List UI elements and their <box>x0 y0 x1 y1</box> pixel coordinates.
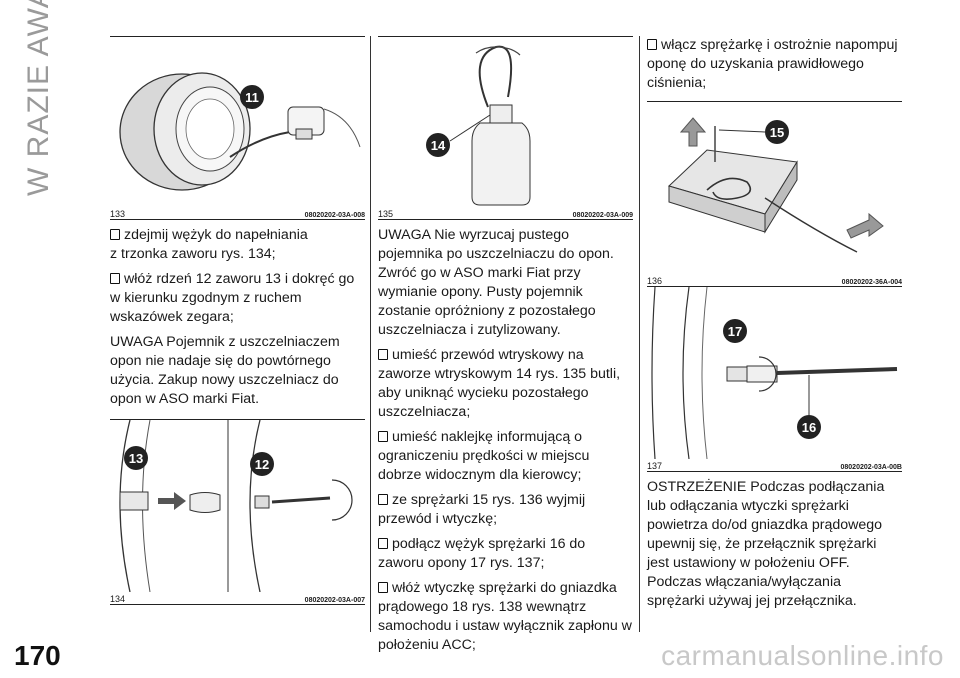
callout-12 <box>250 452 274 476</box>
sealant-bottle-illustration: 14 <box>426 45 531 206</box>
svg-text:17: 17 <box>728 324 742 339</box>
list-item: zdejmij wężyk do napełniania z trzonka z… <box>110 227 308 262</box>
column-divider <box>639 36 640 632</box>
figure-number: 137 <box>647 461 663 471</box>
figure-number: 134 <box>110 594 126 604</box>
checkbox-icon <box>110 229 120 240</box>
checkbox-icon <box>378 349 388 360</box>
list-item: włącz sprężarkę i ostrożnie napompuj opo… <box>647 37 898 91</box>
page-number: 170 <box>14 640 61 671</box>
warning-paragraph: OSTRZEŻENIE Podczas podłączania lub odłą… <box>647 479 885 609</box>
callout-16 <box>797 415 821 439</box>
checkbox-icon <box>378 431 388 442</box>
svg-text:16: 16 <box>802 420 816 435</box>
valve-core-illustration: 13 12 <box>119 420 353 592</box>
figure-code: 08020202-03A-008 <box>304 212 365 219</box>
checkbox-icon <box>647 39 657 50</box>
checkbox-icon <box>110 273 120 284</box>
checkbox-icon <box>378 582 388 593</box>
checkbox-icon <box>378 538 388 549</box>
column-3: włącz sprężarkę i ostrożnie napompuj opo… <box>647 36 902 619</box>
body-text: OSTRZEŻENIE Podczas podłączania lub odłą… <box>647 478 902 611</box>
column-1: 11 133 08020202-03A-008 zdejmij wężyk do… <box>110 36 365 605</box>
tire-bottle-illustration: 11 <box>119 72 361 191</box>
figure-number: 135 <box>378 209 394 219</box>
svg-text:13: 13 <box>129 451 143 466</box>
list-item: podłącz wężyk sprężarki 16 do zaworu opo… <box>378 536 586 571</box>
list-item: ze sprężarki 15 rys. 136 wyjmij przewód … <box>378 492 586 527</box>
callout-13 <box>124 446 148 470</box>
figure-caption: 135 08020202-03A-009 <box>378 207 633 220</box>
list-item: umieść naklejkę informującą o ograniczen… <box>378 429 590 483</box>
callout-17 <box>723 319 747 343</box>
figure-number: 133 <box>110 209 126 219</box>
figure-code: 08020202-03A-00B <box>840 464 903 471</box>
svg-text:11: 11 <box>245 90 259 105</box>
figure-caption: 134 08020202-03A-007 <box>110 592 365 605</box>
compressor-illustration: 15 <box>668 117 884 253</box>
section-title: W RAZIE AWARII <box>22 0 55 196</box>
figure-133: 11 133 08020202-03A-008 <box>110 36 365 220</box>
figure-134: 13 12 134 08020202-03A-007 <box>110 419 365 605</box>
figure-caption: 133 08020202-03A-008 <box>110 207 365 220</box>
figure-caption: 136 08020202-36A-004 <box>647 274 902 287</box>
callout-14 <box>426 133 450 157</box>
body-text: włącz sprężarkę i ostrożnie napompuj opo… <box>647 36 902 93</box>
svg-text:12: 12 <box>255 457 269 472</box>
hose-valve-illustration: 17 16 <box>651 287 898 459</box>
list-item: włóż rdzeń 12 zaworu 13 i dokręć go w ki… <box>110 271 355 325</box>
checkbox-icon <box>378 494 388 505</box>
watermark: carmanualsonline.info <box>661 640 944 671</box>
column-2: 14 135 08020202-03A-009 UWAGA Nie wyrzuc… <box>378 36 633 663</box>
body-text: UWAGA Nie wyrzucaj pustego pojemnika po … <box>378 226 633 655</box>
column-divider <box>370 36 371 632</box>
figure-number: 136 <box>647 276 663 286</box>
figure-caption: 137 08020202-03A-00B <box>647 459 902 472</box>
note-paragraph: UWAGA Pojemnik z uszczelniaczem opon nie… <box>110 334 340 407</box>
callout-15 <box>765 120 789 144</box>
svg-text:15: 15 <box>770 125 784 140</box>
list-item: umieść przewód wtryskowy na zaworze wtry… <box>378 347 621 420</box>
callout-11 <box>240 85 264 109</box>
body-text: zdejmij wężyk do napełniania z trzonka z… <box>110 226 365 409</box>
figure-137: 17 16 137 08020202-03A-00B <box>647 287 902 472</box>
figure-code: 08020202-03A-009 <box>572 212 633 219</box>
figure-code: 08020202-36A-004 <box>841 279 902 286</box>
note-paragraph: UWAGA Nie wyrzucaj pustego pojemnika po … <box>378 227 614 338</box>
figure-code: 08020202-03A-007 <box>304 597 365 604</box>
figure-136: 15 136 08020202-36A-004 <box>647 101 902 287</box>
figure-135: 14 135 08020202-03A-009 <box>378 36 633 220</box>
svg-text:14: 14 <box>431 138 446 153</box>
list-item: włóż wtyczkę sprężarki do gniazdka prądo… <box>378 580 632 653</box>
